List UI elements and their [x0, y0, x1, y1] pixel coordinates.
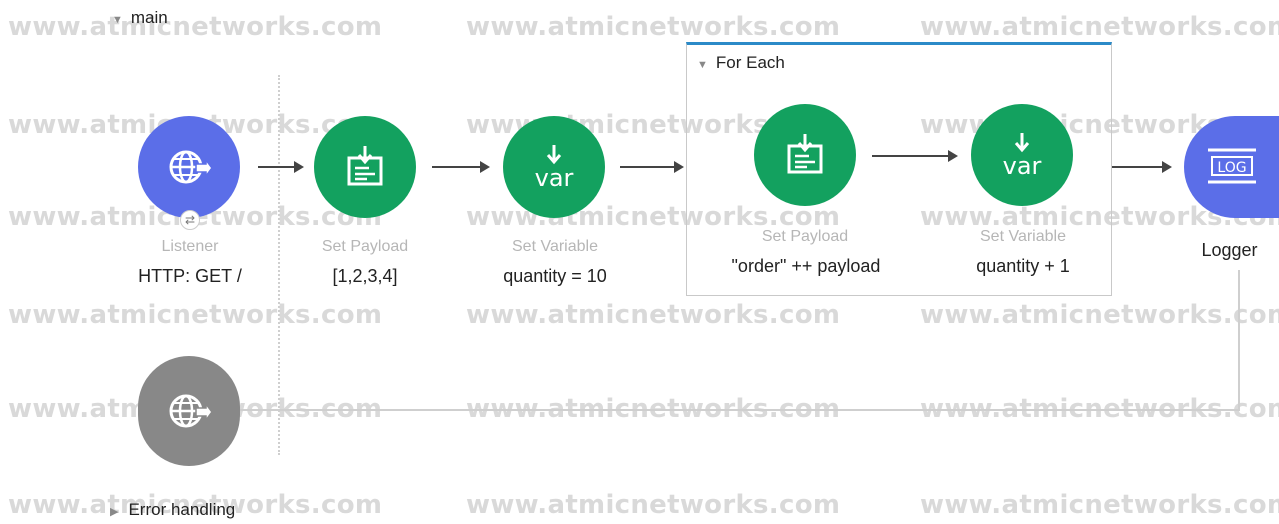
watermark: www.atmicnetworks.com — [8, 12, 383, 42]
watermark: www.atmicnetworks.com — [920, 12, 1279, 42]
set-payload-icon — [787, 134, 823, 174]
flow-main-toggle[interactable]: ▼ main — [112, 8, 168, 28]
watermark: www.atmicnetworks.com — [8, 300, 383, 330]
var-text: var — [1002, 152, 1042, 180]
var-icon: var — [1002, 132, 1042, 180]
log-text: LOG — [1217, 160, 1246, 176]
logger-label: Logger — [1201, 240, 1258, 260]
var-icon: var — [534, 144, 574, 192]
error-handling-toggle[interactable]: ▶ Error handling — [110, 500, 235, 520]
set-payload-label: Set Payload — [321, 238, 409, 255]
watermark: www.atmicnetworks.com — [466, 12, 841, 42]
set-variable-label: Set Variable — [512, 238, 598, 255]
flow-arrow — [258, 161, 304, 173]
flow-name: main — [130, 8, 168, 27]
listener-label: Listener — [161, 238, 219, 255]
globe-icon — [169, 394, 213, 428]
for-each-scope[interactable]: ▼ For Each — [686, 42, 1112, 296]
watermark: www.atmicnetworks.com — [466, 300, 841, 330]
logger-node[interactable]: LOG — [1184, 116, 1279, 218]
set-variable-detail: quantity = 10 — [503, 266, 607, 286]
set-payload-node[interactable] — [754, 104, 856, 206]
flow-arrow — [1112, 161, 1172, 173]
var-text: var — [534, 164, 574, 192]
set-variable-node[interactable]: var — [971, 104, 1073, 206]
down-arrow-icon — [1014, 133, 1030, 153]
listener-detail: HTTP: GET / — [138, 266, 242, 286]
flow-arrow — [872, 150, 958, 162]
set-variable-detail: quantity + 1 — [976, 256, 1070, 276]
watermark: www.atmicnetworks.com — [920, 300, 1279, 330]
return-line — [1238, 270, 1240, 410]
log-icon: LOG — [1207, 148, 1256, 184]
flow-arrow — [432, 161, 490, 173]
set-payload-detail: "order" ++ payload — [731, 256, 881, 276]
set-variable-node[interactable]: var — [503, 116, 605, 218]
down-arrow-icon — [546, 145, 562, 165]
error-source-node[interactable] — [138, 356, 240, 466]
set-payload-detail: [1,2,3,4] — [332, 266, 398, 286]
return-line — [240, 409, 1240, 411]
collapse-triangle-icon: ▼ — [697, 59, 708, 71]
expand-triangle-icon: ▶ — [110, 506, 119, 518]
listener-node[interactable] — [138, 116, 240, 218]
flow-arrow — [620, 161, 684, 173]
watermark: www.atmicnetworks.com — [466, 490, 841, 520]
watermark: www.atmicnetworks.com — [920, 490, 1279, 520]
scope-header[interactable]: ▼ For Each — [697, 53, 785, 73]
watermark: www.atmicnetworks.com — [8, 490, 383, 520]
globe-icon — [169, 150, 213, 184]
scope-title: For Each — [715, 53, 785, 72]
set-payload-icon — [347, 146, 383, 186]
set-payload-label: Set Payload — [761, 228, 849, 245]
source-divider — [278, 75, 280, 455]
sync-icon: ⇄ — [180, 210, 200, 230]
collapse-triangle-icon: ▼ — [112, 14, 123, 26]
set-variable-label: Set Variable — [980, 228, 1066, 245]
set-payload-node[interactable] — [314, 116, 416, 218]
error-handling-label: Error handling — [128, 500, 236, 519]
